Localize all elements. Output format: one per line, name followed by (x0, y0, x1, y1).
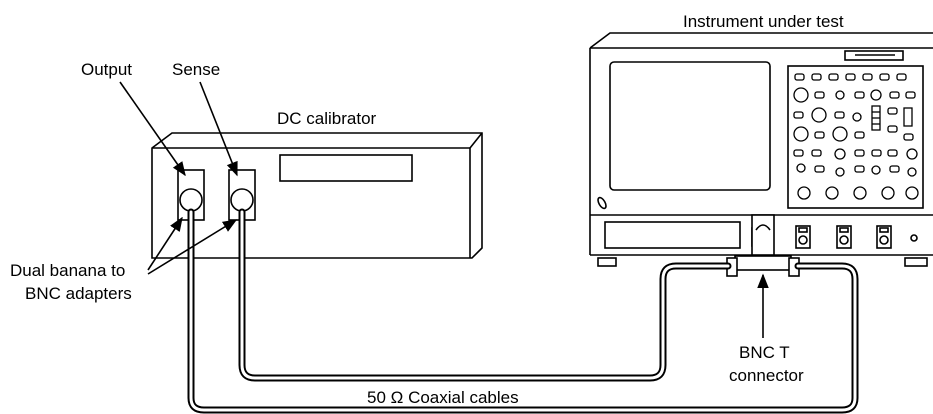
adapter-arrow-2 (147, 219, 238, 275)
dc-calibrator (151, 132, 483, 259)
calibrator-label: DC calibrator (277, 109, 377, 128)
output-label: Output (81, 60, 132, 79)
sense-cable (238, 208, 732, 382)
callout-arrows (119, 81, 769, 338)
bnc-t-label-line2: connector (729, 366, 804, 385)
front-slot (604, 221, 741, 249)
calibrator-case-top (151, 132, 483, 259)
coaxial-cables (187, 208, 859, 414)
bnc-t-label-line1: BNC T (739, 343, 790, 362)
bnc-t-connector (726, 214, 800, 277)
adapters-label-line1: Dual banana to (10, 261, 125, 280)
bnc-input-ch2 (795, 225, 811, 249)
adapters-label-line2: BNC adapters (25, 284, 132, 303)
bnc-input-ch3 (836, 225, 852, 249)
control-knob-panel (787, 50, 924, 209)
cables-label: 50 Ω Coaxial cables (367, 388, 519, 407)
adapter-arrow-1 (147, 216, 183, 271)
calibrator-display (279, 154, 413, 182)
sense-arrow (199, 81, 238, 177)
bnc-input-ch4 (876, 225, 892, 249)
output-arrow (119, 81, 186, 177)
sense-label: Sense (172, 60, 220, 79)
instrument-screen (609, 61, 771, 191)
instrument-label: Instrument under test (683, 12, 844, 31)
